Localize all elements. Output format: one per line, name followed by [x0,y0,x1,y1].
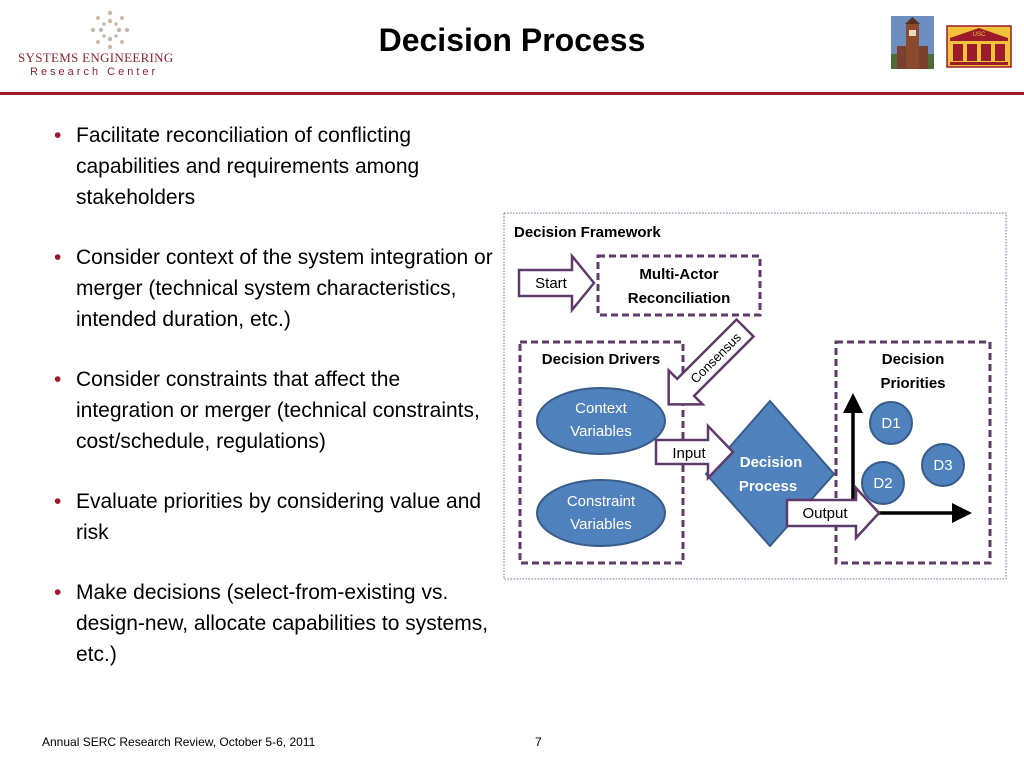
bullet-item: •Consider context of the system integrat… [52,242,502,335]
decision-priorities-box [834,340,992,565]
context-line-2: Variables [570,423,631,440]
context-line-1: Context [575,400,628,417]
consensus-label: Consensus [687,329,744,386]
usc-csse-logo: USC [946,25,1012,68]
d3-node [921,443,965,487]
tower-photo [891,16,934,69]
bullet-dot: • [54,246,62,269]
decision-drivers-label: Decision Drivers [542,351,660,368]
framework-label: Decision Framework [514,224,661,241]
bullet-dot: • [54,124,62,147]
decision-drivers-box [518,340,685,565]
decision-process-node [704,399,836,548]
logo-line-2: Research Center [30,66,159,78]
bullet-item: •Make decisions (select-from-existing vs… [52,577,502,670]
output-label: Output [802,505,848,522]
output-arrow [785,484,881,542]
bullet-item: •Facilitate reconciliation of conflictin… [52,120,502,213]
bullet-item: •Evaluate priorities by considering valu… [52,486,502,548]
process-line-1: Decision [740,454,803,471]
multi-actor-box [596,254,762,317]
header-rule [0,92,1024,95]
y-axis-arrowhead [843,393,863,413]
x-axis-arrowhead [952,503,972,523]
priorities-line-1: Decision [882,351,945,368]
start-arrow [517,252,596,314]
footer-caption: Annual SERC Research Review, October 5-6… [42,735,316,749]
d2-label: D2 [873,475,892,492]
input-arrow [654,422,735,482]
constraint-line-1: Constraint [567,493,636,510]
framework-frame [503,212,1007,580]
multi-actor-line-2: Reconciliation [628,290,731,307]
constraint-line-2: Variables [570,516,631,533]
d1-node [869,401,913,445]
d1-label: D1 [881,415,900,432]
constraint-variables-node [536,479,666,547]
d3-label: D3 [933,457,952,474]
page-title: Decision Process [378,22,646,58]
page-number: 7 [535,735,542,749]
logo-line-1: SYSTEMS ENGINEERING [18,50,174,65]
serc-logo-mark [90,10,130,50]
bullet-list: •Facilitate reconciliation of conflictin… [52,120,502,699]
bullet-dot: • [54,368,62,391]
d2-node [861,461,905,505]
bullet-dot: • [54,581,62,604]
start-label: Start [535,275,568,292]
process-line-2: Process [739,478,797,495]
consensus-arrow: Consensus [667,317,756,406]
bullet-dot: • [54,490,62,513]
usc-label: USC [973,32,986,38]
input-label: Input [672,445,706,462]
context-variables-node [536,387,666,455]
multi-actor-line-1: Multi-Actor [639,266,718,283]
bullet-item: •Consider constraints that affect the in… [52,364,502,457]
priorities-line-2: Priorities [880,375,945,392]
